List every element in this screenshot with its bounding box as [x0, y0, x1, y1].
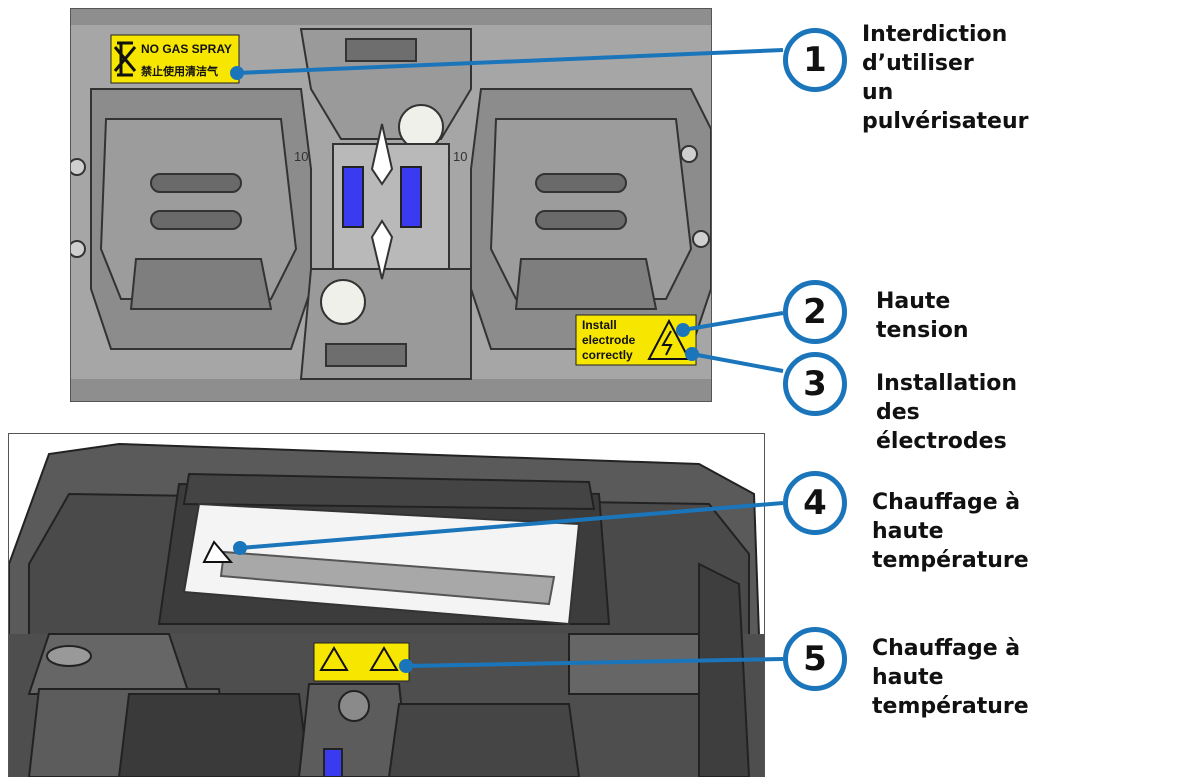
callout-badge-5: 5 [783, 627, 847, 691]
splicer-heater-illustration [9, 434, 764, 777]
no-gas-spray-text: NO GAS SPRAY [141, 42, 232, 56]
heater-warning-icon-right [369, 646, 399, 671]
electrode-label-line-1: Install [582, 318, 617, 332]
heater-warning-icon-left [319, 646, 349, 671]
electrode-label-line-2: electrode [582, 333, 636, 347]
no-gas-spray-cn-text: 禁止使用清洁气 [141, 64, 218, 78]
callout-label-5: Chauffage à haute température [872, 636, 1029, 719]
splicer-top-illustration: NO GAS SPRAY 禁止使用清洁气 10 10 Install elect… [71, 9, 711, 401]
callout-badge-3: 3 [783, 352, 847, 416]
scale-mark-left: 10 [294, 149, 308, 164]
scale-mark-right: 10 [453, 149, 467, 164]
callout-label-2: Haute tension [876, 289, 969, 343]
callout-label-3: Installation des électrodes [876, 371, 1018, 454]
callout-badge-1: 1 [783, 28, 847, 92]
callout-badge-4: 4 [783, 471, 847, 535]
high-voltage-warning-icon [647, 318, 691, 360]
splicer-heater-view [8, 433, 765, 777]
splicer-top-view: NO GAS SPRAY 禁止使用清洁气 10 10 Install elect… [70, 8, 712, 402]
electrode-label-line-3: correctly [582, 348, 633, 362]
callout-label-1: Interdiction d’utiliser un pulvérisateur [862, 22, 1029, 134]
callout-badge-2: 2 [783, 280, 847, 344]
callout-label-4: Chauffage à haute température [872, 490, 1029, 573]
heater-lid-warning-icon [202, 540, 234, 563]
